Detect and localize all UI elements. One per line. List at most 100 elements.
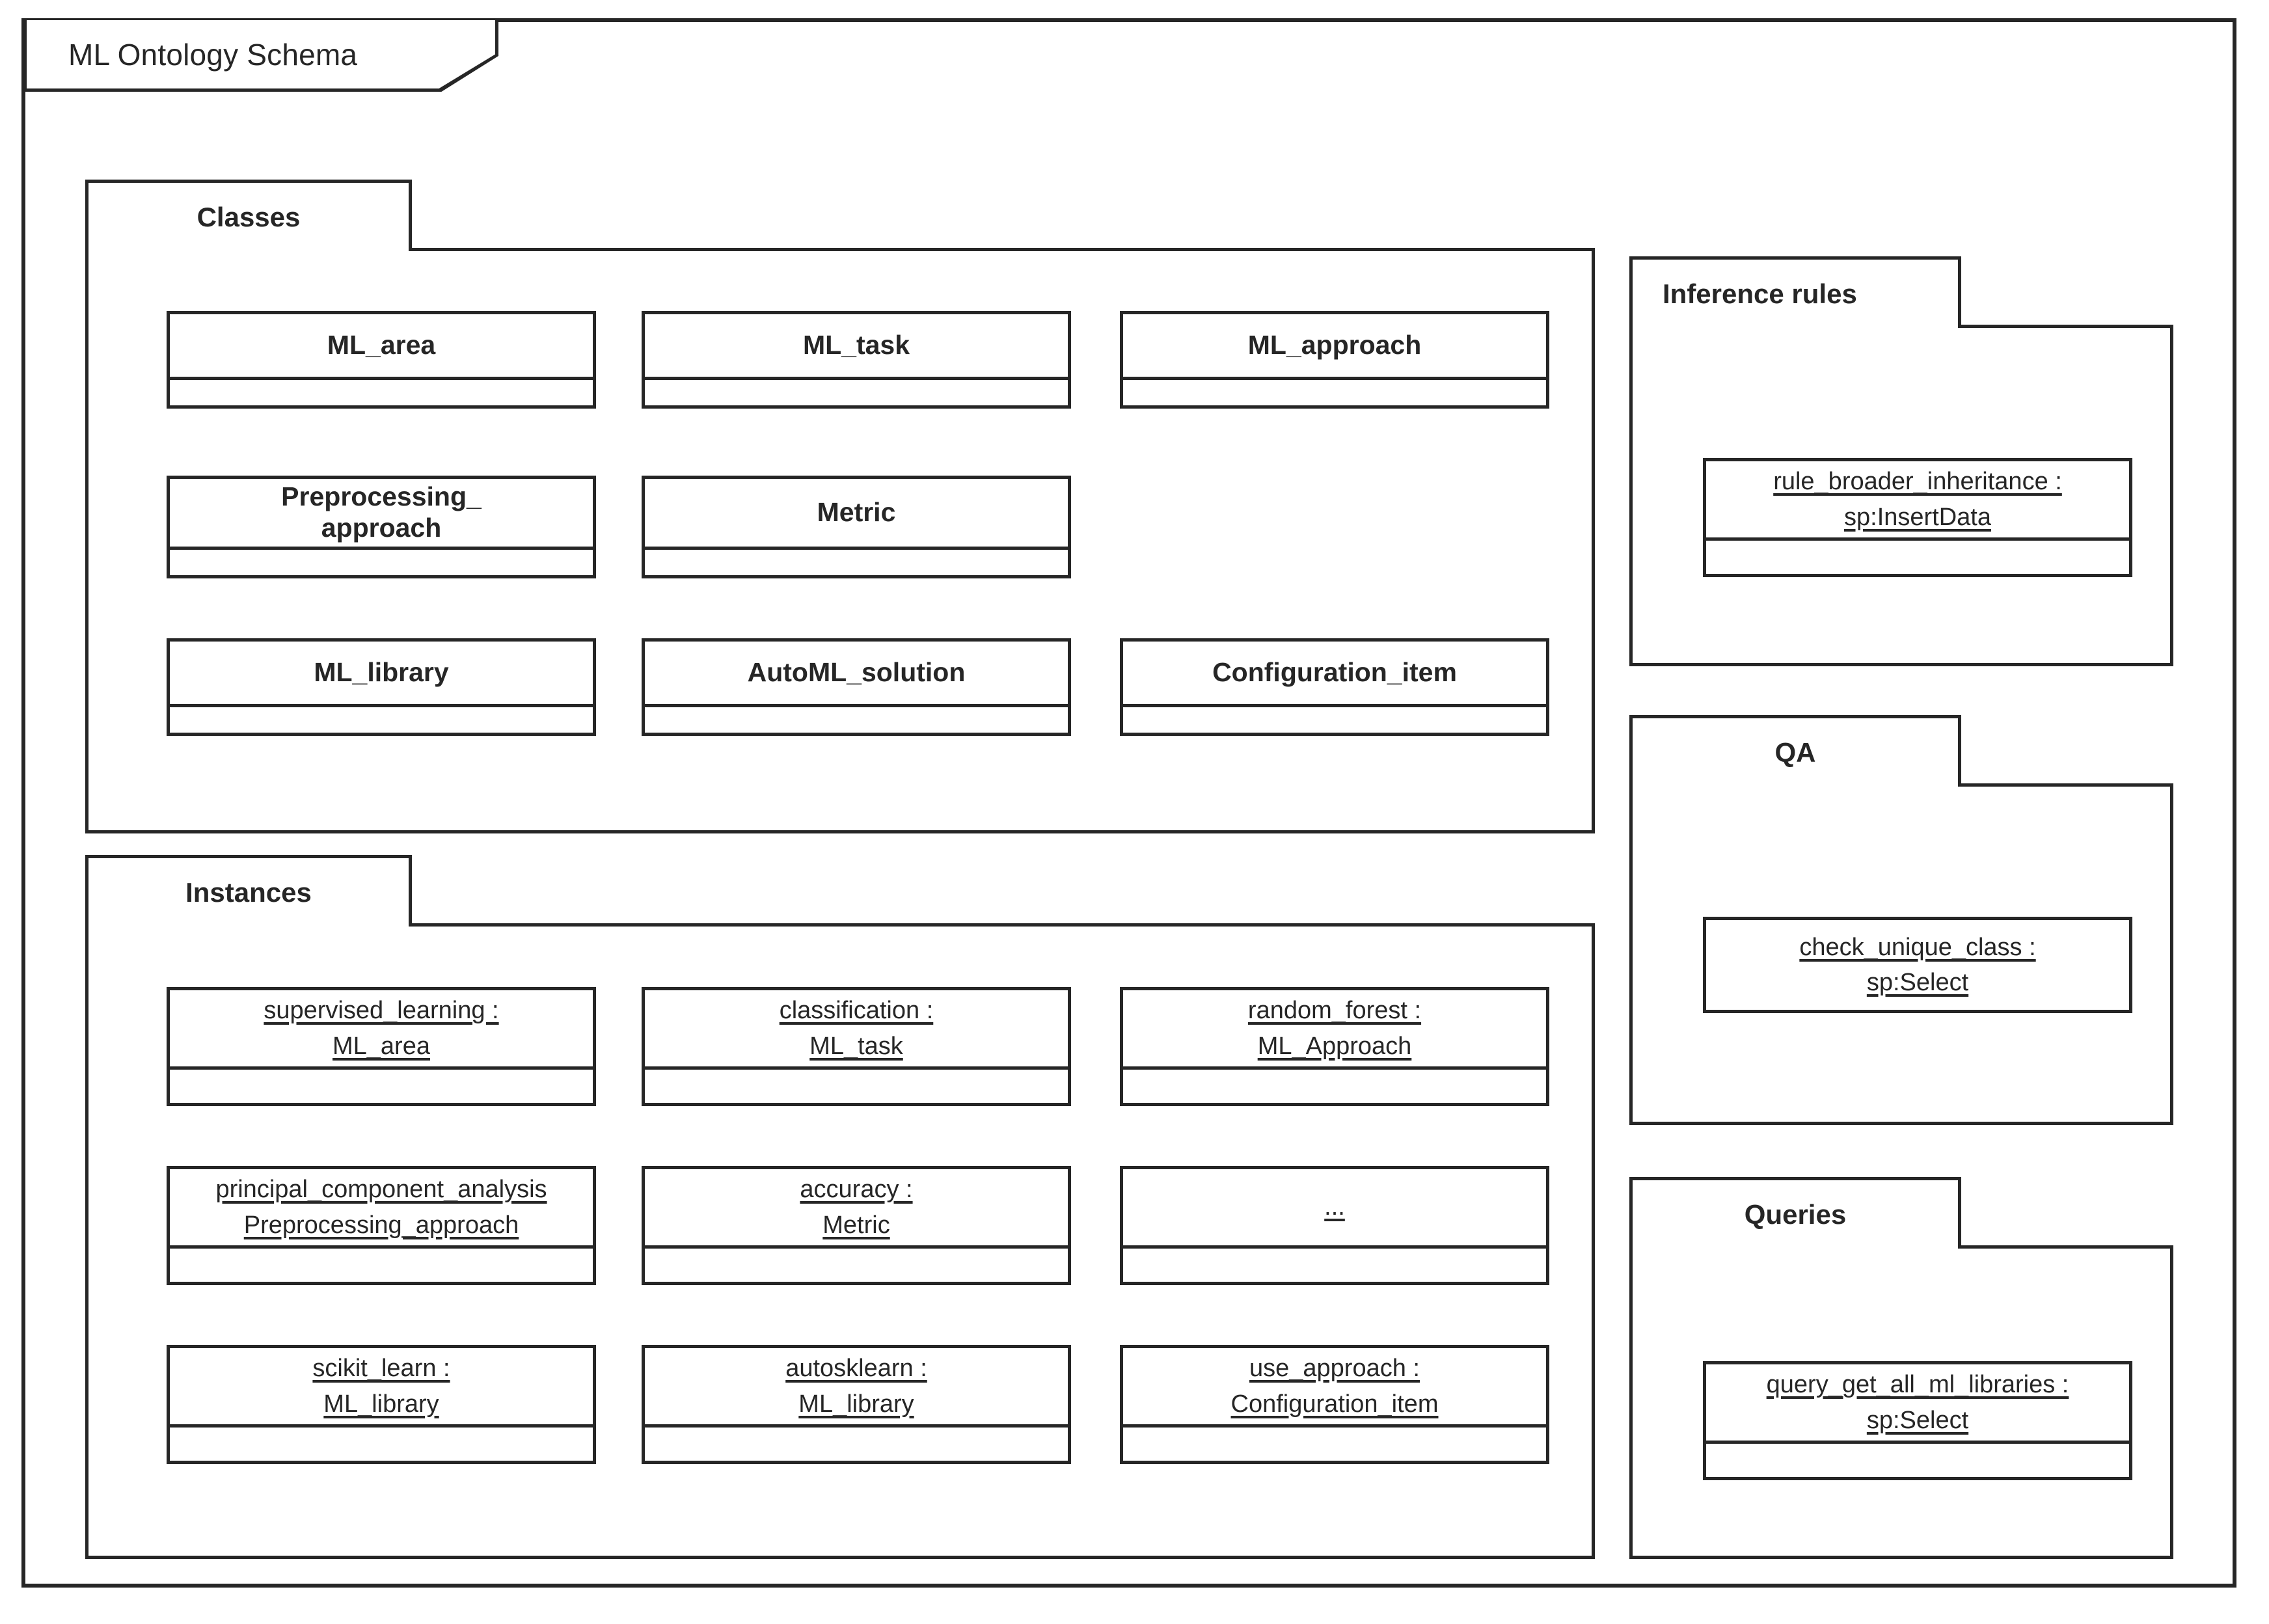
page-title: ML Ontology Schema xyxy=(68,37,358,72)
package-classes-tab: Classes xyxy=(85,180,412,251)
class-box-preprocessing-approach[interactable]: Preprocessing_ approach xyxy=(167,476,596,578)
instance-name-line-2: ML_library xyxy=(323,1390,439,1418)
instance-name: accuracy : Metric xyxy=(645,1169,1068,1245)
class-box-automl-solution[interactable]: AutoML_solution xyxy=(642,638,1071,736)
instance-name-line-2: ML_library xyxy=(798,1390,914,1418)
class-box-ml-area[interactable]: ML_area xyxy=(167,311,596,409)
instance-name-line-2: sp:InsertData xyxy=(1844,503,1991,531)
instance-slots-compartment xyxy=(1123,1066,1546,1103)
instance-name-line-1: classification : xyxy=(779,997,934,1025)
instance-name: scikit_learn : ML_library xyxy=(170,1348,593,1424)
diagram-title-tab-fill: ML Ontology Schema xyxy=(27,20,495,88)
instance-name: random_forest : ML_Approach xyxy=(1123,990,1546,1066)
instance-name-line-1: supervised_learning : xyxy=(264,997,499,1025)
class-name: ML_area xyxy=(327,330,436,360)
class-name: Configuration_item xyxy=(1212,657,1457,688)
instance-box-random-forest[interactable]: random_forest : ML_Approach xyxy=(1120,987,1549,1106)
instance-slots-compartment xyxy=(645,1245,1068,1282)
diagram-frame: ML Ontology Schema Classes ML_area ML_ta… xyxy=(21,18,2236,1588)
instance-box-use-approach[interactable]: use_approach : Configuration_item xyxy=(1120,1345,1549,1464)
class-box-ml-library[interactable]: ML_library xyxy=(167,638,596,736)
instance-slots-compartment xyxy=(1706,1441,2129,1477)
class-name: ML_approach xyxy=(1247,330,1422,360)
instance-name-line-1: scikit_learn : xyxy=(312,1355,450,1383)
class-name: AutoML_solution xyxy=(747,657,966,688)
package-queries-body: query_get_all_ml_libraries : sp:Select xyxy=(1629,1245,2173,1559)
instance-name: query_get_all_ml_libraries : sp:Select xyxy=(1706,1364,2129,1441)
package-qa: QA check_unique_class : sp:Select xyxy=(1629,715,2173,1125)
class-name: ML_task xyxy=(802,330,910,360)
package-qa-body: check_unique_class : sp:Select xyxy=(1629,783,2173,1125)
instance-box-ellipsis[interactable]: ... xyxy=(1120,1166,1549,1285)
package-classes: Classes ML_area ML_task ML_approach Prep… xyxy=(85,180,1595,833)
instance-name: supervised_learning : ML_area xyxy=(170,990,593,1066)
instance-name: principal_component_analysis Preprocessi… xyxy=(170,1169,593,1245)
instance-slots-compartment xyxy=(1123,1424,1546,1461)
class-box-metric[interactable]: Metric xyxy=(642,476,1071,578)
class-attributes-compartment xyxy=(170,704,593,733)
package-queries: Queries query_get_all_ml_libraries : sp:… xyxy=(1629,1177,2173,1559)
instance-name-line-2: ML_Approach xyxy=(1257,1032,1412,1060)
class-name: ML_library xyxy=(314,657,449,688)
instance-box-check-unique-class[interactable]: check_unique_class : sp:Select xyxy=(1703,917,2132,1013)
instance-box-principal-component-analysis[interactable]: principal_component_analysis Preprocessi… xyxy=(167,1166,596,1285)
instance-slots-compartment xyxy=(645,1424,1068,1461)
package-qa-label: QA xyxy=(1774,737,1816,768)
instance-name-line-1: rule_broader_inheritance : xyxy=(1773,468,2062,496)
instance-name-line-2: sp:Select xyxy=(1866,1406,1969,1434)
instance-box-classification[interactable]: classification : ML_task xyxy=(642,987,1071,1106)
ellipsis-icon: ... xyxy=(1324,1193,1345,1221)
class-attributes-compartment xyxy=(645,704,1068,733)
class-box-configuration-item[interactable]: Configuration_item xyxy=(1120,638,1549,736)
instance-box-autosklearn[interactable]: autosklearn : ML_library xyxy=(642,1345,1071,1464)
package-inference-rules-tab: Inference rules xyxy=(1629,256,1961,328)
package-inference-rules-label: Inference rules xyxy=(1663,278,1857,309)
package-inference-rules: Inference rules rule_broader_inheritance… xyxy=(1629,256,2173,666)
instance-name-line-1: accuracy : xyxy=(800,1176,913,1204)
package-queries-label: Queries xyxy=(1744,1198,1847,1230)
package-instances-label: Instances xyxy=(185,876,312,908)
class-attributes-compartment xyxy=(645,377,1068,405)
instance-box-supervised-learning[interactable]: supervised_learning : ML_area xyxy=(167,987,596,1106)
class-box-ml-approach[interactable]: ML_approach xyxy=(1120,311,1549,409)
instance-name-line-1: check_unique_class : xyxy=(1799,933,2036,961)
instance-box-rule-broader-inheritance[interactable]: rule_broader_inheritance : sp:InsertData xyxy=(1703,458,2132,577)
package-instances-tab: Instances xyxy=(85,855,412,927)
instance-name-line-2: ML_task xyxy=(809,1032,903,1060)
class-attributes-compartment xyxy=(170,377,593,405)
instance-name-line-2: Metric xyxy=(822,1211,890,1239)
class-name-line-2: approach xyxy=(321,513,442,543)
instance-name-line-2: ML_area xyxy=(333,1032,430,1060)
package-classes-label: Classes xyxy=(197,201,301,232)
instance-name-line-1: use_approach : xyxy=(1249,1355,1420,1383)
instance-slots-compartment xyxy=(170,1245,593,1282)
instance-slots-compartment xyxy=(170,1424,593,1461)
instance-name: use_approach : Configuration_item xyxy=(1123,1348,1546,1424)
class-attributes-compartment xyxy=(1123,377,1546,405)
instance-name-line-1: random_forest : xyxy=(1247,997,1422,1025)
instance-name-line-1: query_get_all_ml_libraries : xyxy=(1766,1371,2069,1399)
instance-name: autosklearn : ML_library xyxy=(645,1348,1068,1424)
package-qa-tab: QA xyxy=(1629,715,1961,787)
class-name-line-1: Preprocessing_ xyxy=(281,481,482,512)
class-attributes-compartment xyxy=(170,547,593,575)
instance-slots-compartment xyxy=(170,1066,593,1103)
instance-name-line-2: Configuration_item xyxy=(1230,1390,1439,1418)
instance-name-line-2: Preprocessing_approach xyxy=(243,1211,519,1239)
instance-name-line-2: sp:Select xyxy=(1866,969,1969,996)
instance-box-query-get-all-ml-libraries[interactable]: query_get_all_ml_libraries : sp:Select xyxy=(1703,1361,2132,1480)
class-name: Preprocessing_ approach xyxy=(170,479,593,547)
package-instances-body: supervised_learning : ML_area classifica… xyxy=(85,923,1595,1559)
class-box-ml-task[interactable]: ML_task xyxy=(642,311,1071,409)
class-attributes-compartment xyxy=(645,547,1068,575)
class-name: Metric xyxy=(817,497,896,528)
instance-box-accuracy[interactable]: accuracy : Metric xyxy=(642,1166,1071,1285)
instance-name: classification : ML_task xyxy=(645,990,1068,1066)
package-instances: Instances supervised_learning : ML_area … xyxy=(85,855,1595,1559)
instance-box-scikit-learn[interactable]: scikit_learn : ML_library xyxy=(167,1345,596,1464)
instance-slots-compartment xyxy=(1123,1245,1546,1282)
instance-name: check_unique_class : sp:Select xyxy=(1706,920,2129,1010)
diagram-title-tab: ML Ontology Schema xyxy=(23,20,498,92)
instance-name: rule_broader_inheritance : sp:InsertData xyxy=(1706,461,2129,537)
instance-slots-compartment xyxy=(645,1066,1068,1103)
